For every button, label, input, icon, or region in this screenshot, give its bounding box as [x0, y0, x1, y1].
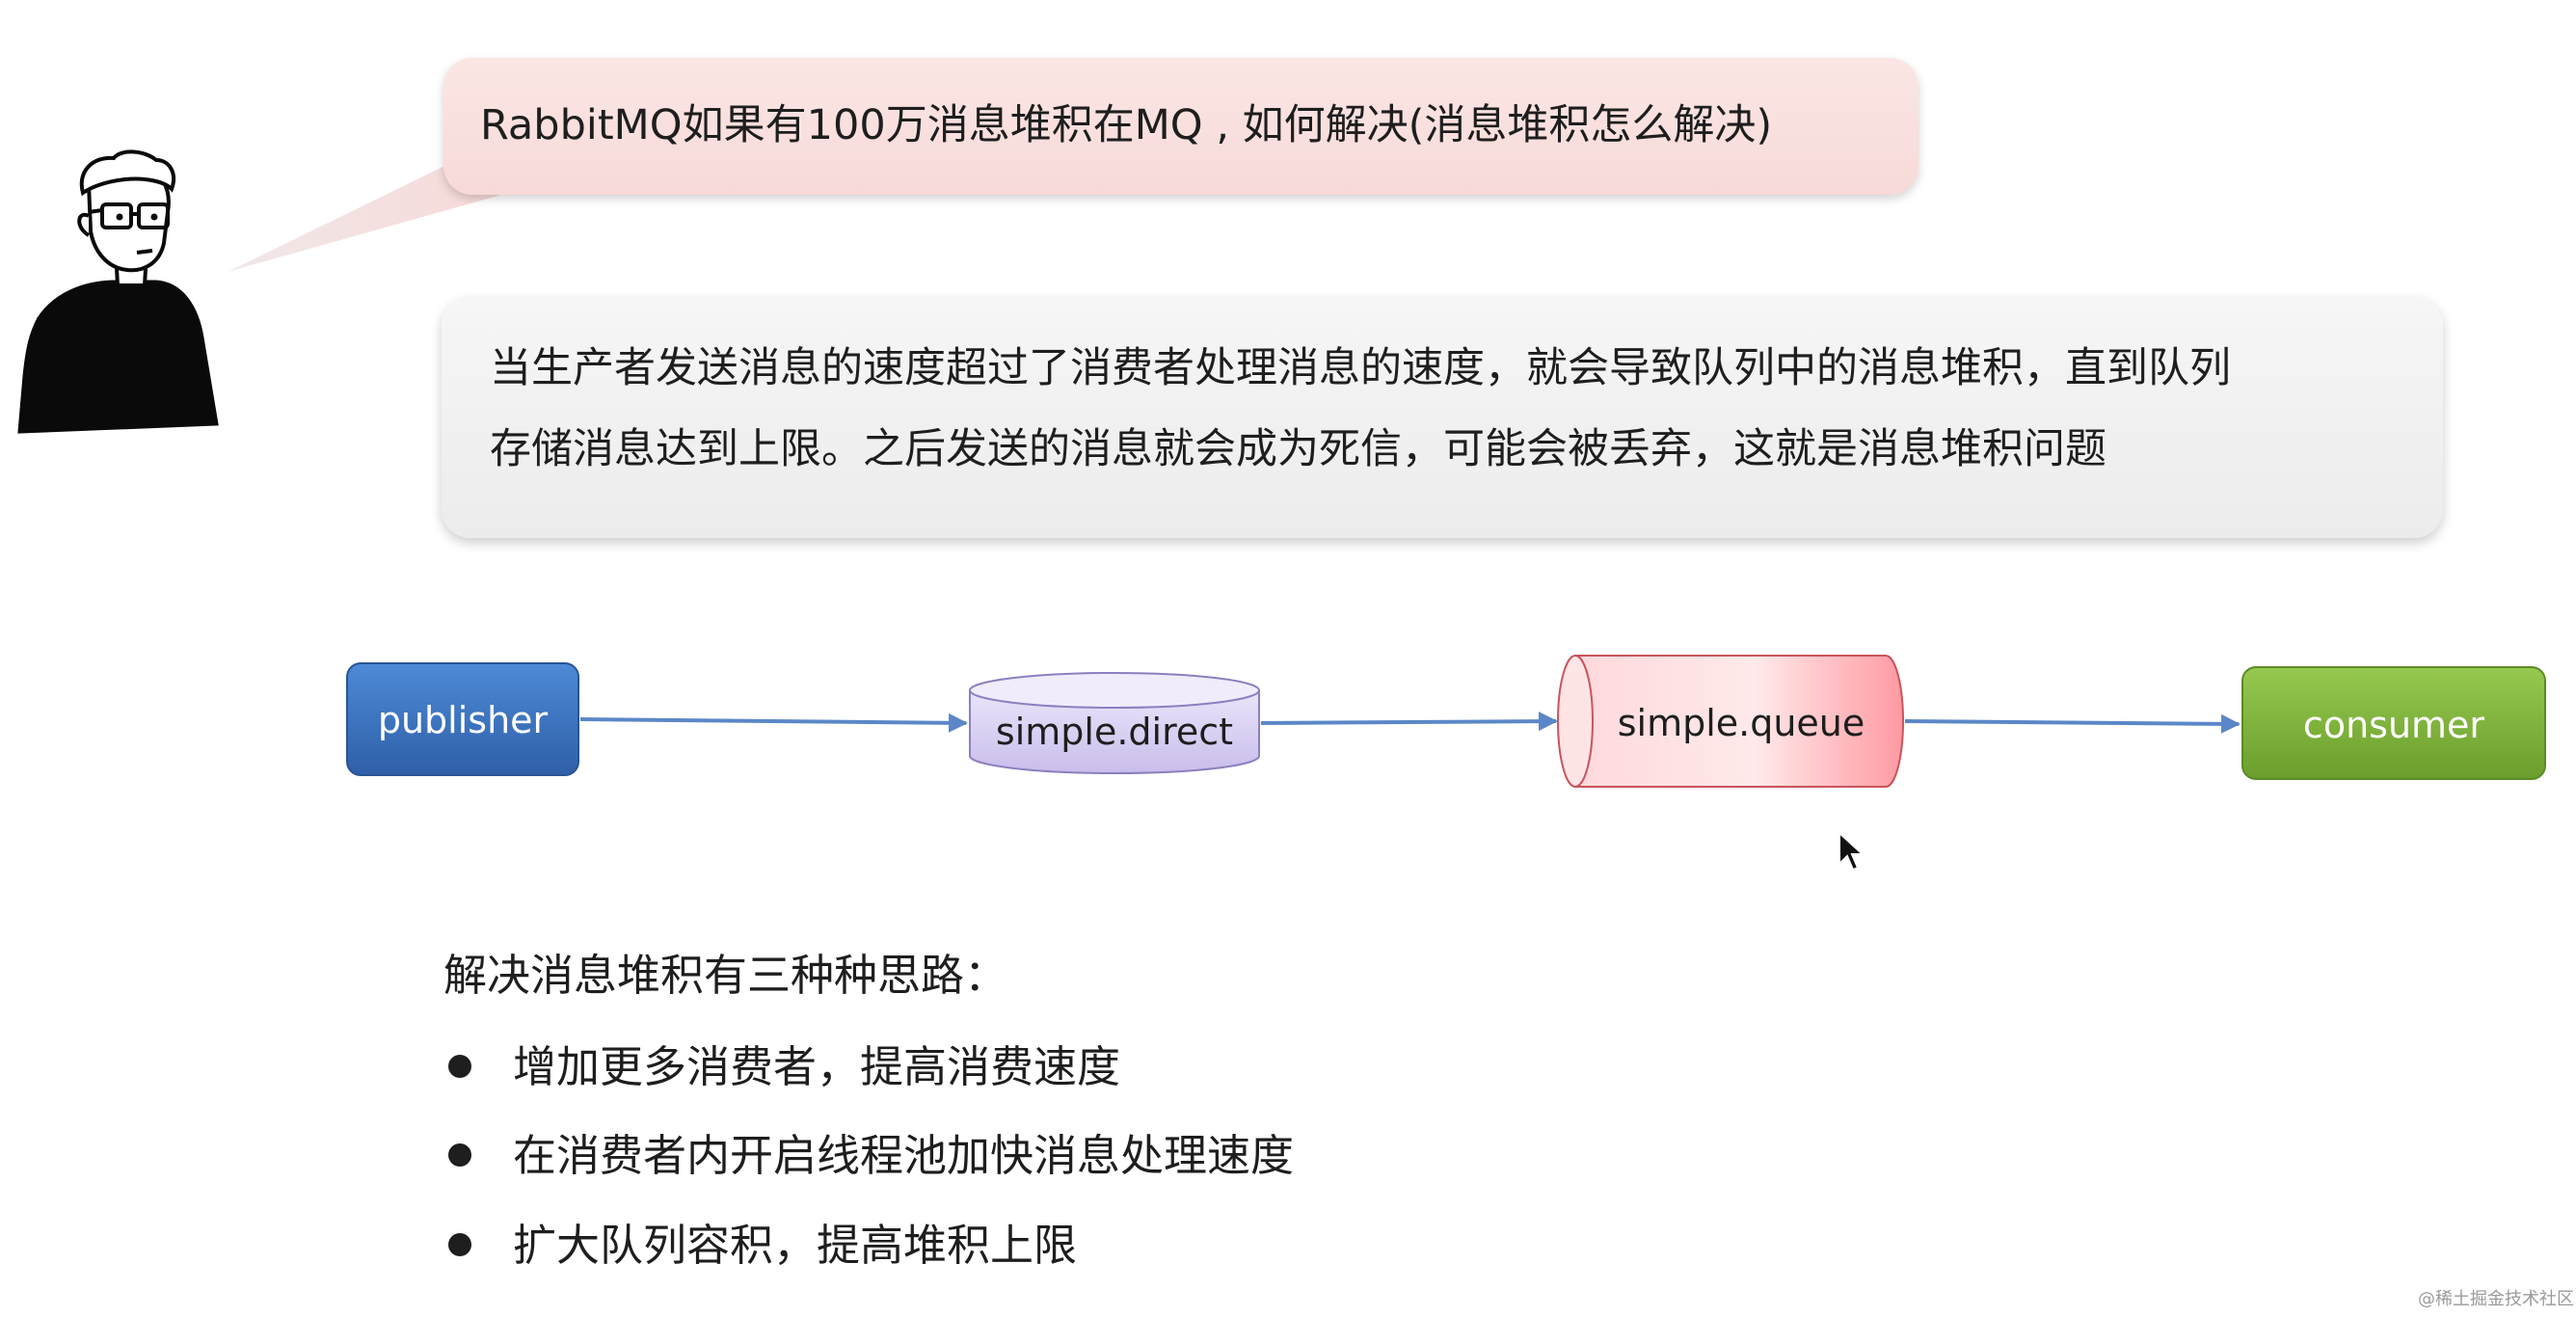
queue-node: simple.queue	[1557, 655, 1904, 788]
answer-box	[442, 297, 2443, 538]
solution-text: 增加更多消费者，提高消费速度	[513, 1041, 1121, 1092]
arrow-exchange-to-queue	[1260, 712, 1558, 732]
avatar-person-with-glasses-icon	[17, 149, 219, 434]
solutions-title: 解决消息堆积有三种种思路：	[443, 950, 1008, 1001]
answer-line: 当生产者发送消息的速度超过了消费者处理消息的速度，就会导致队列中的消息堆积，直到…	[490, 344, 2231, 392]
solution-text: 在消费者内开启线程池加快消息处理速度	[513, 1130, 1295, 1181]
publisher-label: publisher	[378, 699, 549, 741]
answer-text: 当生产者发送消息的速度超过了消费者处理消息的速度，就会导致队列中的消息堆积，直到…	[490, 328, 2408, 501]
exchange-node: simple.direct	[969, 672, 1260, 774]
arrow-queue-to-consumer	[1904, 713, 2241, 734]
consumer-label: consumer	[2303, 704, 2485, 746]
bullet-icon	[448, 1233, 471, 1256]
publisher-node: publisher	[346, 662, 579, 776]
solution-item: 扩大队列容积，提高堆积上限	[443, 1212, 1986, 1279]
question-speech-bubble	[443, 58, 1919, 195]
solution-text: 扩大队列容积，提高堆积上限	[513, 1220, 1078, 1271]
question-text: RabbitMQ如果有100万消息堆积在MQ , 如何解决(消息堆积怎么解决)	[480, 101, 1773, 149]
exchange-label: simple.direct	[996, 711, 1233, 753]
solution-item: 在消费者内开启线程池加快消息处理速度	[443, 1122, 1986, 1190]
arrow-publisher-to-exchange	[579, 712, 968, 733]
solution-item: 增加更多消费者，提高消费速度	[443, 1034, 1986, 1101]
mouse-pointer-icon	[1838, 831, 1865, 872]
consumer-node: consumer	[2241, 666, 2546, 780]
answer-line: 存储消息达到上限。之后发送的消息就会成为死信，可能会被丢弃，这就是消息堆积问题	[490, 425, 2106, 473]
bullet-icon	[448, 1055, 471, 1078]
queue-label: simple.queue	[1618, 702, 1865, 744]
bullet-icon	[448, 1143, 471, 1167]
watermark-text: @稀土掘金技术社区	[2418, 1289, 2574, 1309]
